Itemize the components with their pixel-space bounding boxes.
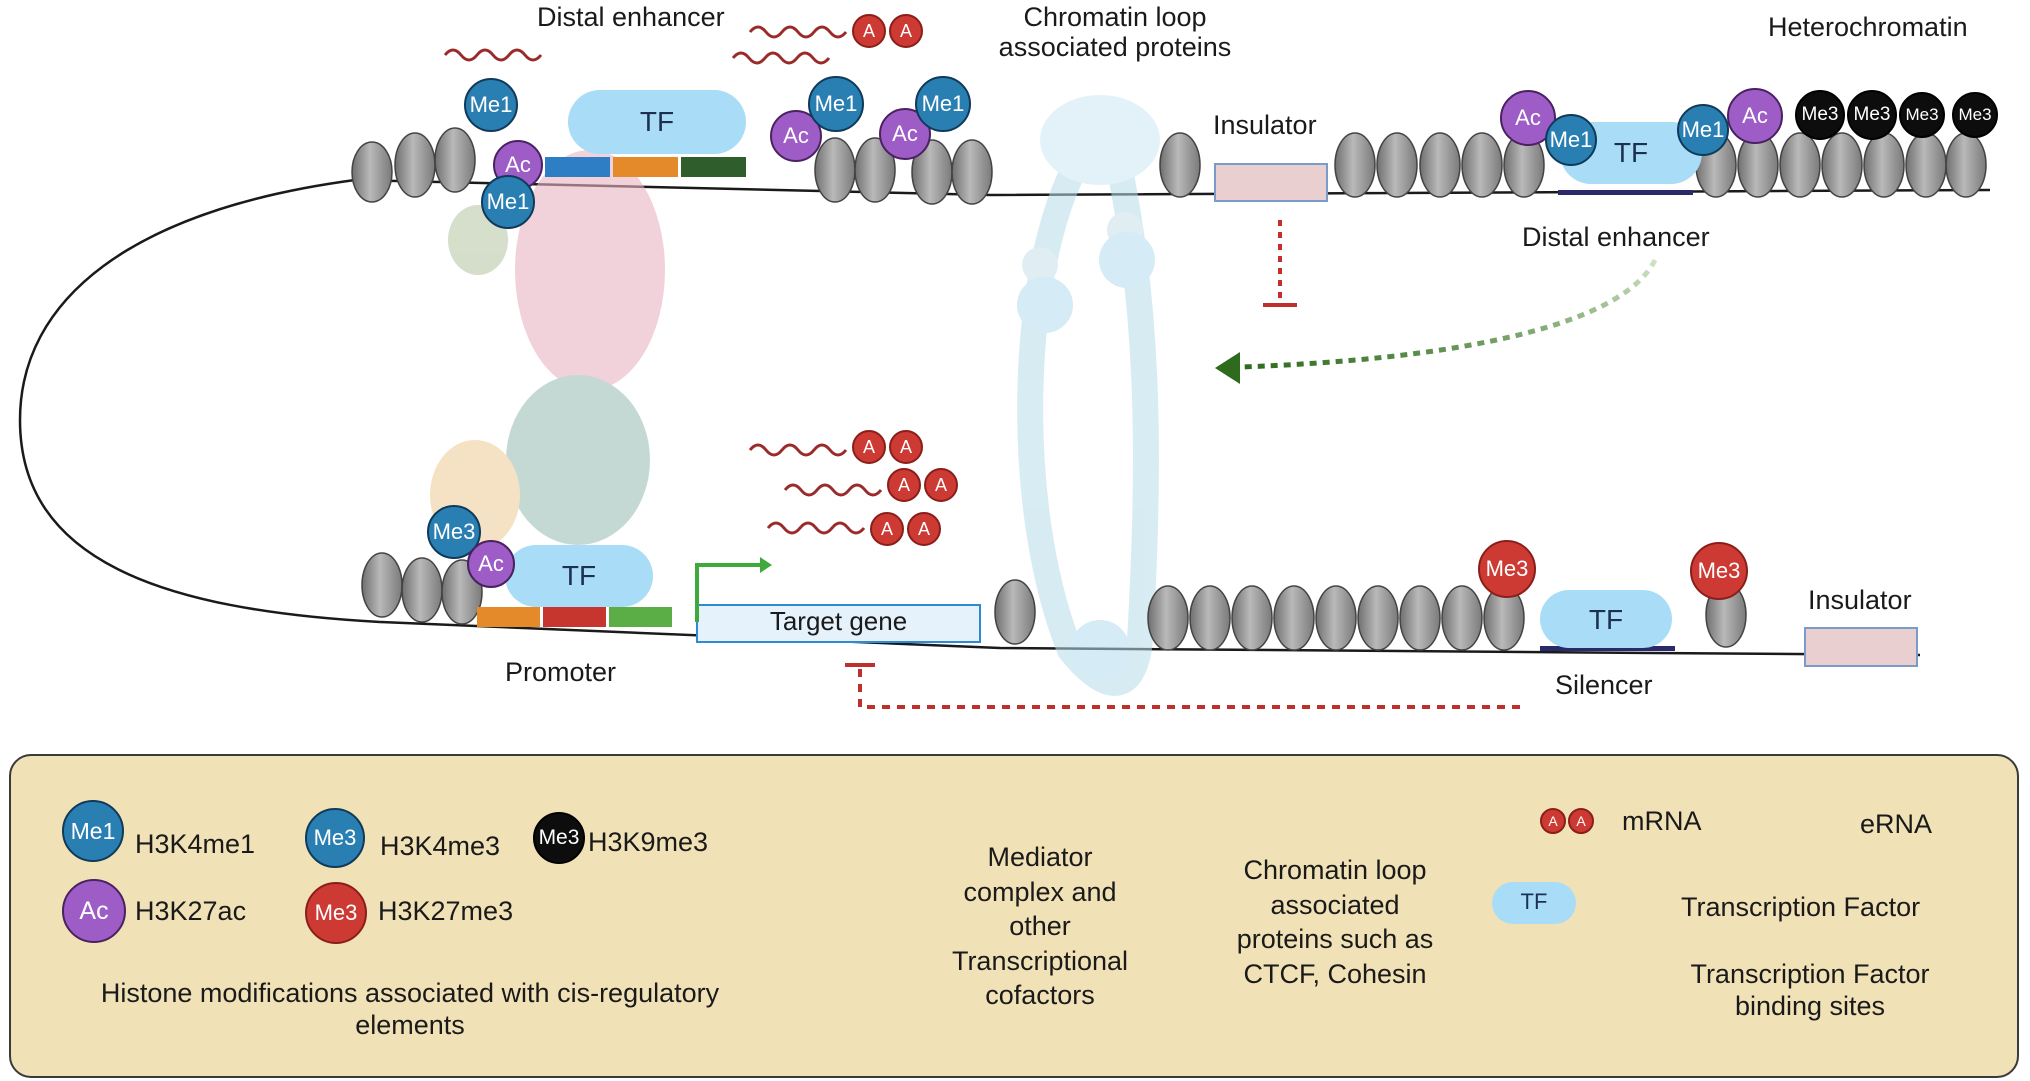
poly-a-badge: A <box>887 468 921 502</box>
poly-a-badge: A <box>907 512 941 546</box>
nucleosomes-bottom-left <box>361 552 483 625</box>
tf-right-label: TF <box>1613 137 1649 168</box>
insulator-top-box <box>1214 163 1328 202</box>
legend-mrna: mRNA <box>1622 806 1702 836</box>
poly-a-badge: A <box>870 512 904 546</box>
nucleosomes-top-left <box>351 127 476 203</box>
me1-badge: Me1 <box>1545 114 1597 166</box>
legend-tf-label: Transcription Factor <box>1681 892 1921 922</box>
chromatin-loop-protein <box>1017 95 1160 696</box>
legend-ac-badge: Ac <box>62 879 126 943</box>
legend-poly-a-badge: A <box>1540 808 1566 834</box>
poly-a-badge: A <box>852 14 886 48</box>
poly-a-badge: A <box>852 430 886 464</box>
h3k27me3-badge: Me3 <box>1690 542 1748 600</box>
enhancer-activation-arrow <box>1239 258 1658 370</box>
h3k27me3-badge: Me3 <box>1478 540 1536 598</box>
label-target-gene: Target gene <box>769 606 908 636</box>
legend-poly-a-badge: A <box>1568 808 1594 834</box>
label-promoter: Promoter <box>505 657 617 687</box>
me1-badge: Me1 <box>481 175 535 229</box>
insulator-bottom-box <box>1804 627 1918 667</box>
enhancer-activation-arrow-head <box>1215 352 1240 384</box>
tf-binding-sites-top <box>545 157 746 177</box>
dna-loop-left <box>18 178 381 624</box>
poly-a-badge: A <box>889 14 923 48</box>
label-distal-enhancer-right: Distal enhancer <box>1522 222 1710 252</box>
label-insulator-bottom: Insulator <box>1808 585 1912 615</box>
label-heterochromatin: Heterochromatin <box>1768 12 1968 42</box>
tf-promoter-label: TF <box>561 560 597 591</box>
tf-silencer-label: TF <box>1588 604 1624 635</box>
legend-histone-caption: Histone modifications associated with ci… <box>100 978 720 1041</box>
label-distal-enhancer-top: Distal enhancer <box>537 2 725 32</box>
silencer-site <box>1540 646 1675 651</box>
tf-top-label: TF <box>639 106 675 137</box>
tf-top <box>568 90 746 154</box>
legend-tfbs-label: Transcription Factor binding sites <box>1690 959 1930 1022</box>
legend-loop-proteins-text: Chromatin loop associated proteins such … <box>1236 855 1434 989</box>
legend-erna: eRNA <box>1860 809 1933 839</box>
mediator-complex <box>430 150 665 550</box>
tf-promoter <box>505 545 653 607</box>
nucleosomes-top-mid <box>814 132 1201 205</box>
tss-arrow <box>695 563 760 622</box>
poly-a-badge: A <box>924 468 958 502</box>
legend-h3k9me3-badge: Me3 <box>533 812 585 864</box>
me1-badge: Me1 <box>808 76 864 132</box>
legend-h3k4me3: H3K4me3 <box>380 831 501 861</box>
silencer-repression-line <box>858 665 1520 709</box>
legend-tf-icon <box>1492 882 1576 924</box>
legend-h3k9me3: H3K9me3 <box>588 827 709 857</box>
label-insulator-top: Insulator <box>1213 110 1317 140</box>
ac-badge: Ac <box>1727 88 1783 144</box>
tf-silencer <box>1540 590 1672 648</box>
enhancer-site-right <box>1558 190 1693 195</box>
me1-badge: Me1 <box>464 78 518 132</box>
legend-me1-badge: Me1 <box>62 800 124 862</box>
tf-binding-sites-promoter <box>477 607 672 627</box>
legend-h3k4me1: H3K4me1 <box>135 829 256 859</box>
ac-badge: Ac <box>467 540 515 588</box>
poly-a-badge: A <box>889 430 923 464</box>
tss-arrow-head <box>760 557 772 573</box>
legend-me3-badge: Me3 <box>305 808 365 868</box>
target-gene-box <box>696 604 981 643</box>
legend-h3k27me3-badge: Me3 <box>305 882 367 944</box>
legend-tf-icon-label: TF <box>1520 889 1548 914</box>
dna-strand-bottom <box>379 620 1921 657</box>
legend-h3k27ac: H3K27ac <box>135 896 247 926</box>
me1-badge: Me1 <box>915 76 971 132</box>
legend-h3k27me3: H3K27me3 <box>378 896 514 926</box>
me1-badge: Me1 <box>1677 104 1729 156</box>
label-chromatin-loop-proteins: Chromatin loop associated proteins <box>998 2 1232 63</box>
legend-mediator-text: Mediator complex and other Transcription… <box>951 842 1129 1011</box>
me3-badge: Me3 <box>427 505 481 559</box>
h3k9me3-badge: Me3 <box>1847 90 1897 140</box>
label-silencer: Silencer <box>1555 670 1653 700</box>
h3k9me3-badge: Me3 <box>1795 90 1845 140</box>
h3k9me3-badge: Me3 <box>1899 92 1945 138</box>
h3k9me3-badge: Me3 <box>1952 92 1998 138</box>
